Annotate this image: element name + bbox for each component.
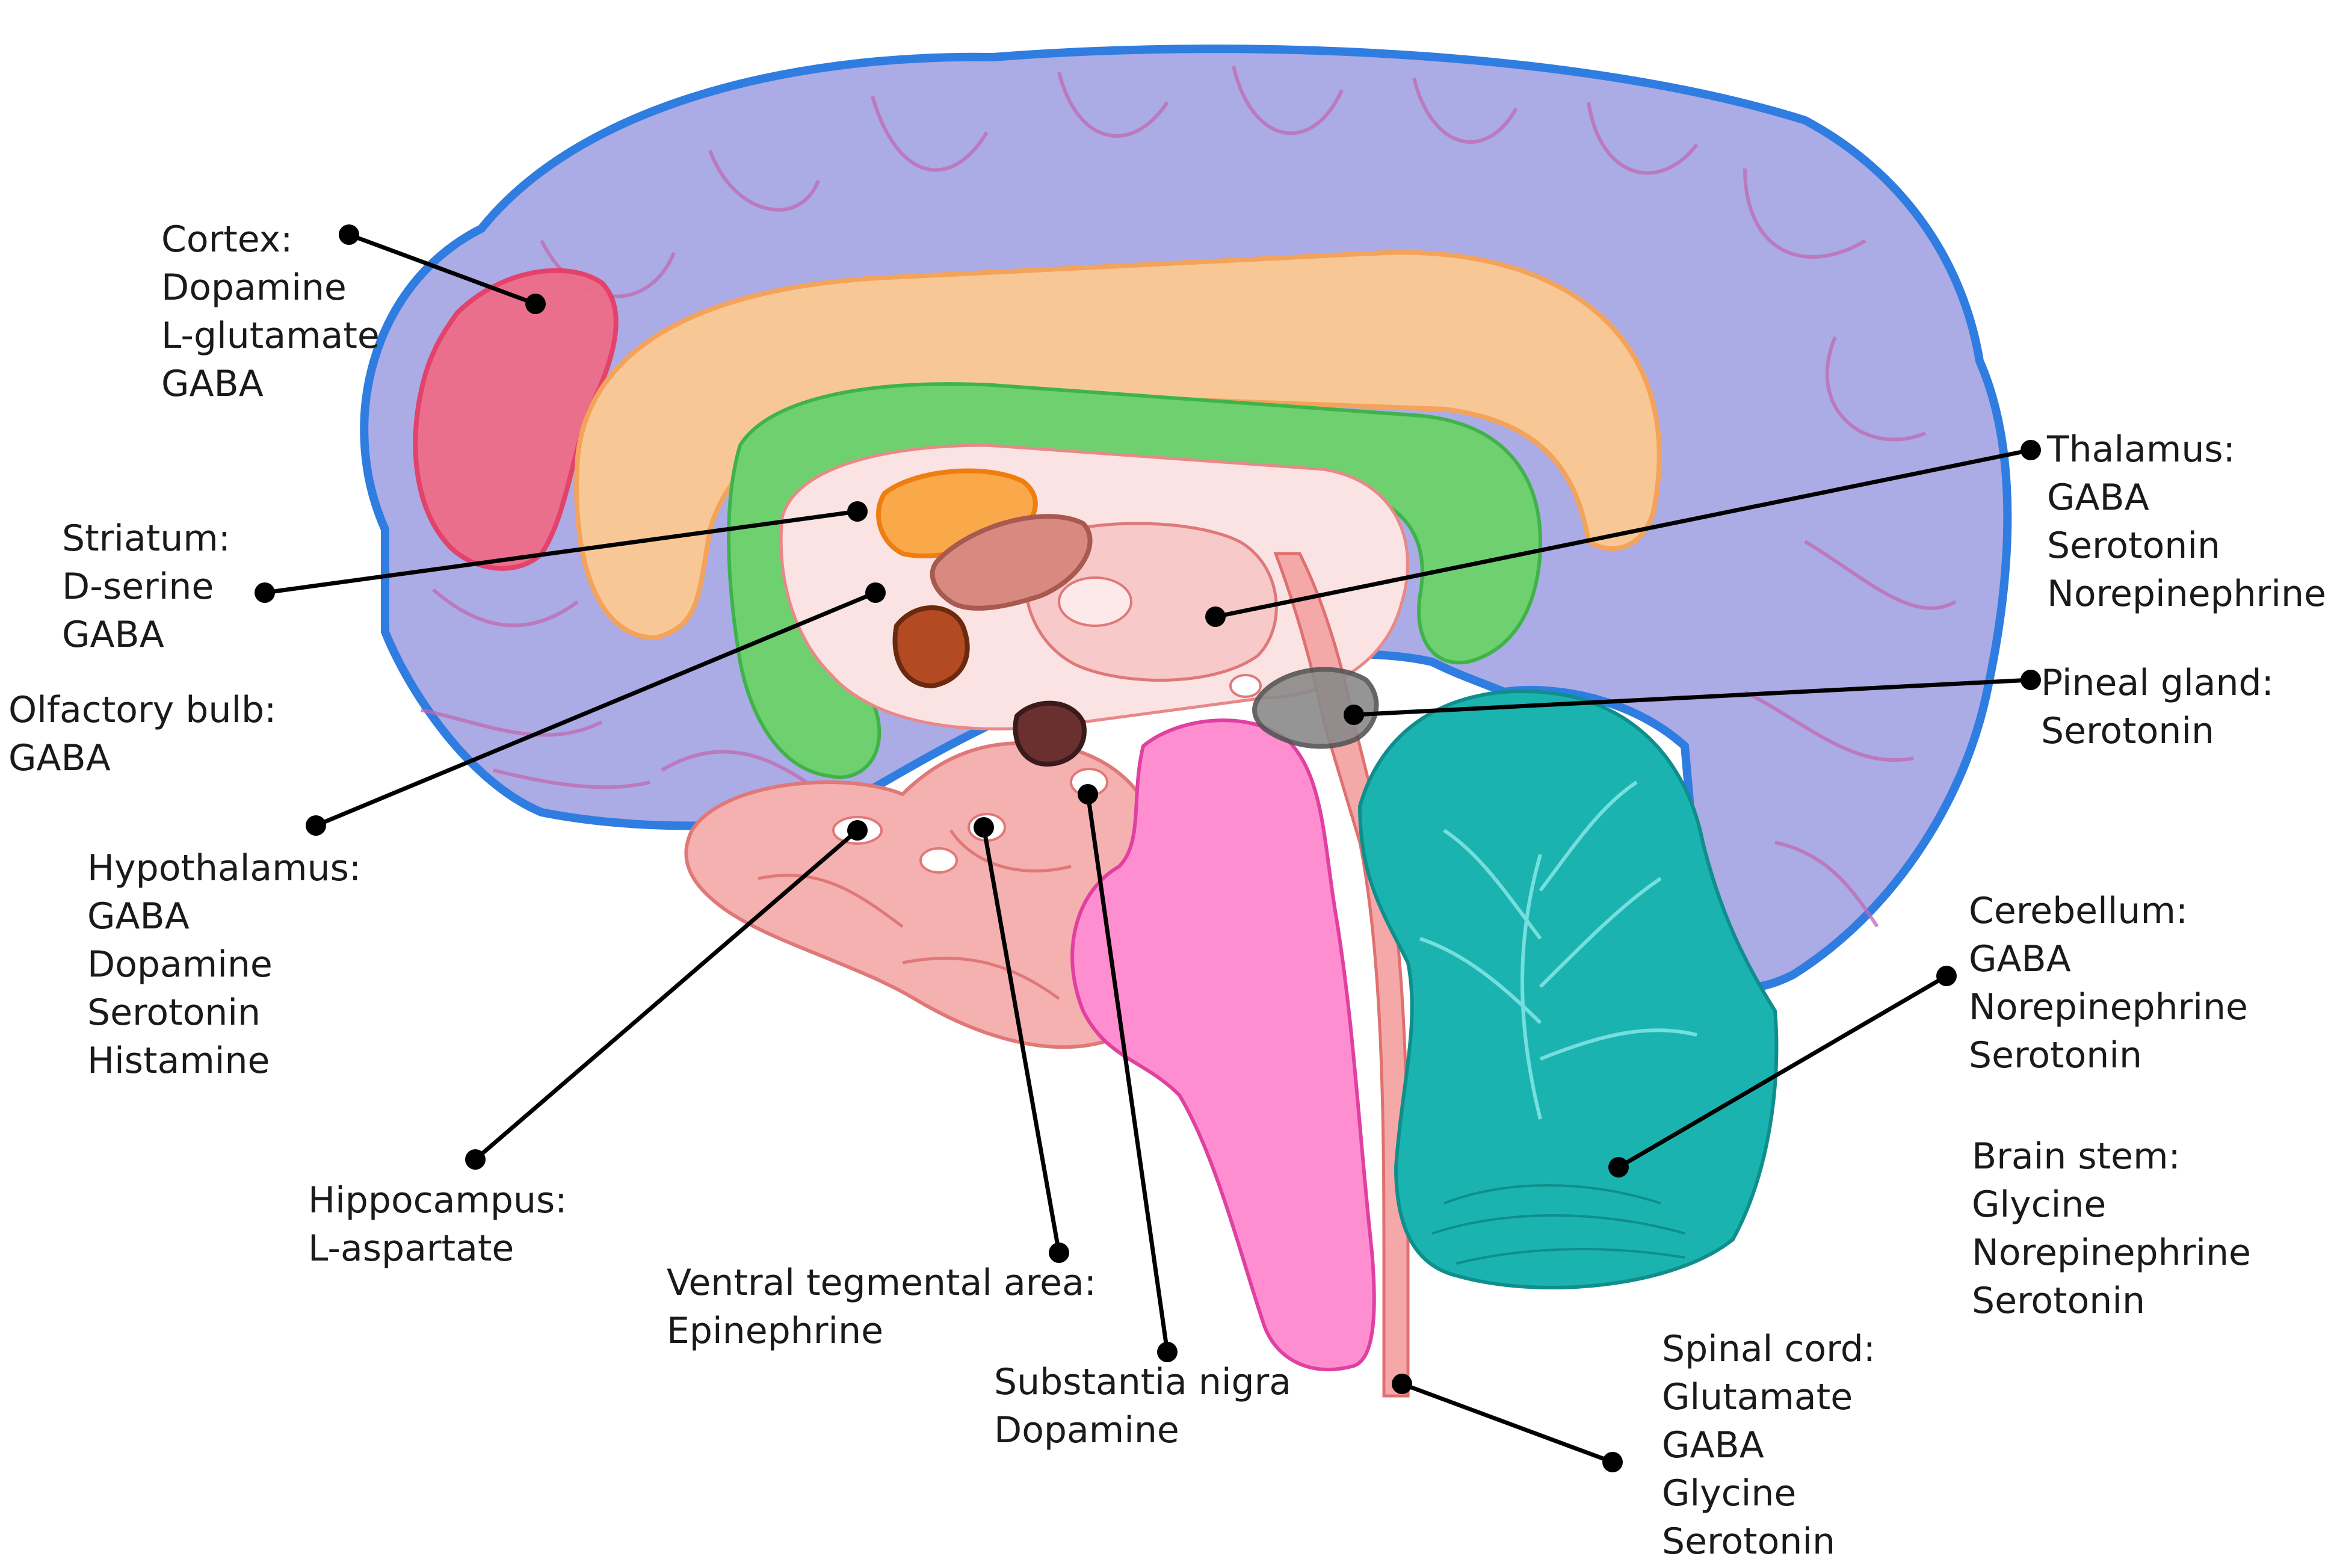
dot-striatum-region <box>847 501 868 522</box>
cortex-gyri <box>421 66 1957 928</box>
label-spinal-item: Glutamate <box>1662 1376 1853 1418</box>
label-spinal-item: GABA <box>1662 1424 1764 1466</box>
label-thalamus-title: Thalamus: <box>2047 428 2235 471</box>
leader-thalamus <box>1215 448 2031 619</box>
cerebellum-folia <box>1431 1184 1685 1265</box>
brainstem <box>1070 718 1376 1372</box>
leader-vta <box>981 827 1061 1253</box>
label-brainstem-item: Norepinephrine <box>1972 1232 2251 1274</box>
label-hippocampus-item: L-aspartate <box>308 1227 514 1270</box>
pineal-gland <box>1252 667 1379 749</box>
label-spinal-item: Glycine <box>1662 1472 1797 1514</box>
thalamus <box>1023 522 1278 682</box>
dot-vta-label <box>1049 1242 1069 1263</box>
leader-spinal <box>1401 1381 1614 1465</box>
label-vta-title: Ventral tegmental area: <box>667 1262 1096 1304</box>
label-olfactory-item: GABA <box>8 737 111 779</box>
dot-cortex-region <box>525 294 546 314</box>
dot-hippocampus-label <box>465 1149 486 1170</box>
label-thalamus-item: GABA <box>2047 477 2149 519</box>
dot-thalamus-label <box>2021 440 2041 460</box>
dot-cerebellum-region <box>1608 1157 1629 1178</box>
corpus-callosum <box>574 250 1662 641</box>
dot-substantia-region <box>1078 784 1098 804</box>
label-substantia-title: Substantia nigra <box>994 1361 1292 1403</box>
dot-pineal-region <box>1344 705 1364 725</box>
label-cortex-title: Cortex: <box>161 218 293 261</box>
dot-hypothalamus-region <box>865 582 886 603</box>
label-spinal-title: Spinal cord: <box>1662 1328 1876 1370</box>
dot-pineal-label <box>2021 670 2041 690</box>
leader-striatum <box>264 509 858 595</box>
hypothalamus-nucleus <box>892 605 970 689</box>
dot-hypothalamus-label <box>306 815 326 836</box>
leader-cortex <box>348 232 537 306</box>
label-cerebellum-item: Norepinephrine <box>1969 986 2248 1028</box>
label-brainstem-title: Brain stem: <box>1972 1135 2181 1178</box>
label-hypothalamus-item: Histamine <box>87 1040 270 1082</box>
interthalamic-adhesion <box>1058 576 1132 627</box>
label-ventral-tegmental-area: Ventral tegmental area: Epinephrine <box>667 1259 1096 1355</box>
dot-cerebellum-label <box>1936 966 1957 986</box>
dot-vta-region <box>974 817 994 838</box>
label-pineal-gland: Pineal gland: Serotonin <box>2041 659 2274 755</box>
label-thalamus-item: Serotonin <box>2047 525 2221 567</box>
label-spinal-item: Serotonin <box>1662 1520 1836 1563</box>
label-hypothalamus: Hypothalamus: GABA Dopamine Serotonin Hi… <box>87 844 361 1085</box>
arbor-vitae <box>1419 780 1697 1120</box>
label-cerebellum-item: Serotonin <box>1969 1034 2143 1076</box>
label-hypothalamus-item: GABA <box>87 895 190 937</box>
label-cortex-item: Dopamine <box>161 267 347 309</box>
label-brainstem-item: Glycine <box>1972 1184 2107 1226</box>
leader-pineal <box>1353 678 2031 717</box>
label-brainstem-item: Serotonin <box>1972 1280 2146 1322</box>
leader-hippocampus <box>474 829 859 1161</box>
label-hippocampus-title: Hippocampus: <box>308 1179 567 1221</box>
leader-dots <box>255 224 2041 1472</box>
label-substantia-nigra: Substantia nigra Dopamine <box>994 1358 1291 1454</box>
label-brain-stem: Brain stem: Glycine Norepinephrine Serot… <box>1972 1132 2251 1325</box>
label-cerebellum-title: Cerebellum: <box>1969 890 2188 932</box>
leader-substantia <box>1085 794 1170 1353</box>
label-pineal-title: Pineal gland: <box>2041 662 2274 704</box>
label-striatum-item: GABA <box>62 614 164 656</box>
dot-substantia-label <box>1157 1342 1178 1362</box>
label-cortex: Cortex: Dopamine L-glutamate GABA <box>161 215 380 408</box>
label-pineal-item: Serotonin <box>2041 710 2215 752</box>
label-striatum-item: D-serine <box>62 566 214 608</box>
striatum-brown <box>930 514 1093 611</box>
dot-striatum-label <box>255 582 275 603</box>
leader-hypothalamus <box>315 590 877 828</box>
dot-thalamus-region <box>1205 607 1226 627</box>
dot-hippocampus-region <box>847 820 868 841</box>
label-hypothalamus-title: Hypothalamus: <box>87 847 362 889</box>
label-hippocampus: Hippocampus: L-aspartate <box>308 1176 567 1273</box>
dot-spinal-region <box>1392 1374 1412 1394</box>
label-striatum: Striatum: D-serine GABA <box>62 514 230 659</box>
prefrontal-cortex <box>413 268 619 571</box>
label-thalamus-item: Norepinephrine <box>2047 573 2326 615</box>
label-cortex-item: L-glutamate <box>161 315 380 357</box>
leader-lines <box>264 232 2031 1465</box>
label-hypothalamus-item: Dopamine <box>87 943 273 986</box>
substantia-nigra-nucleus <box>1013 700 1087 767</box>
dot-cortex-label <box>339 224 359 245</box>
label-olfactory-bulb: Olfactory bulb: GABA <box>8 686 276 782</box>
label-cerebellum: Cerebellum: GABA Norepinephrine Serotoni… <box>1969 887 2248 1079</box>
leader-cerebellum <box>1617 974 1948 1170</box>
label-cerebellum-item: GABA <box>1969 938 2071 980</box>
label-cortex-item: GABA <box>161 363 264 405</box>
label-hypothalamus-item: Serotonin <box>87 992 261 1034</box>
midbrain-folds <box>758 829 1072 1001</box>
label-substantia-item: Dopamine <box>994 1409 1179 1451</box>
label-olfactory-title: Olfactory bulb: <box>8 689 277 731</box>
label-vta-item: Epinephrine <box>667 1310 883 1352</box>
label-thalamus: Thalamus: GABA Serotonin Norepinephrine <box>2047 425 2326 618</box>
label-spinal-cord: Spinal cord: Glutamate GABA Glycine Sero… <box>1662 1325 1876 1566</box>
label-striatum-title: Striatum: <box>62 517 230 560</box>
dot-spinal-label <box>1602 1452 1623 1472</box>
